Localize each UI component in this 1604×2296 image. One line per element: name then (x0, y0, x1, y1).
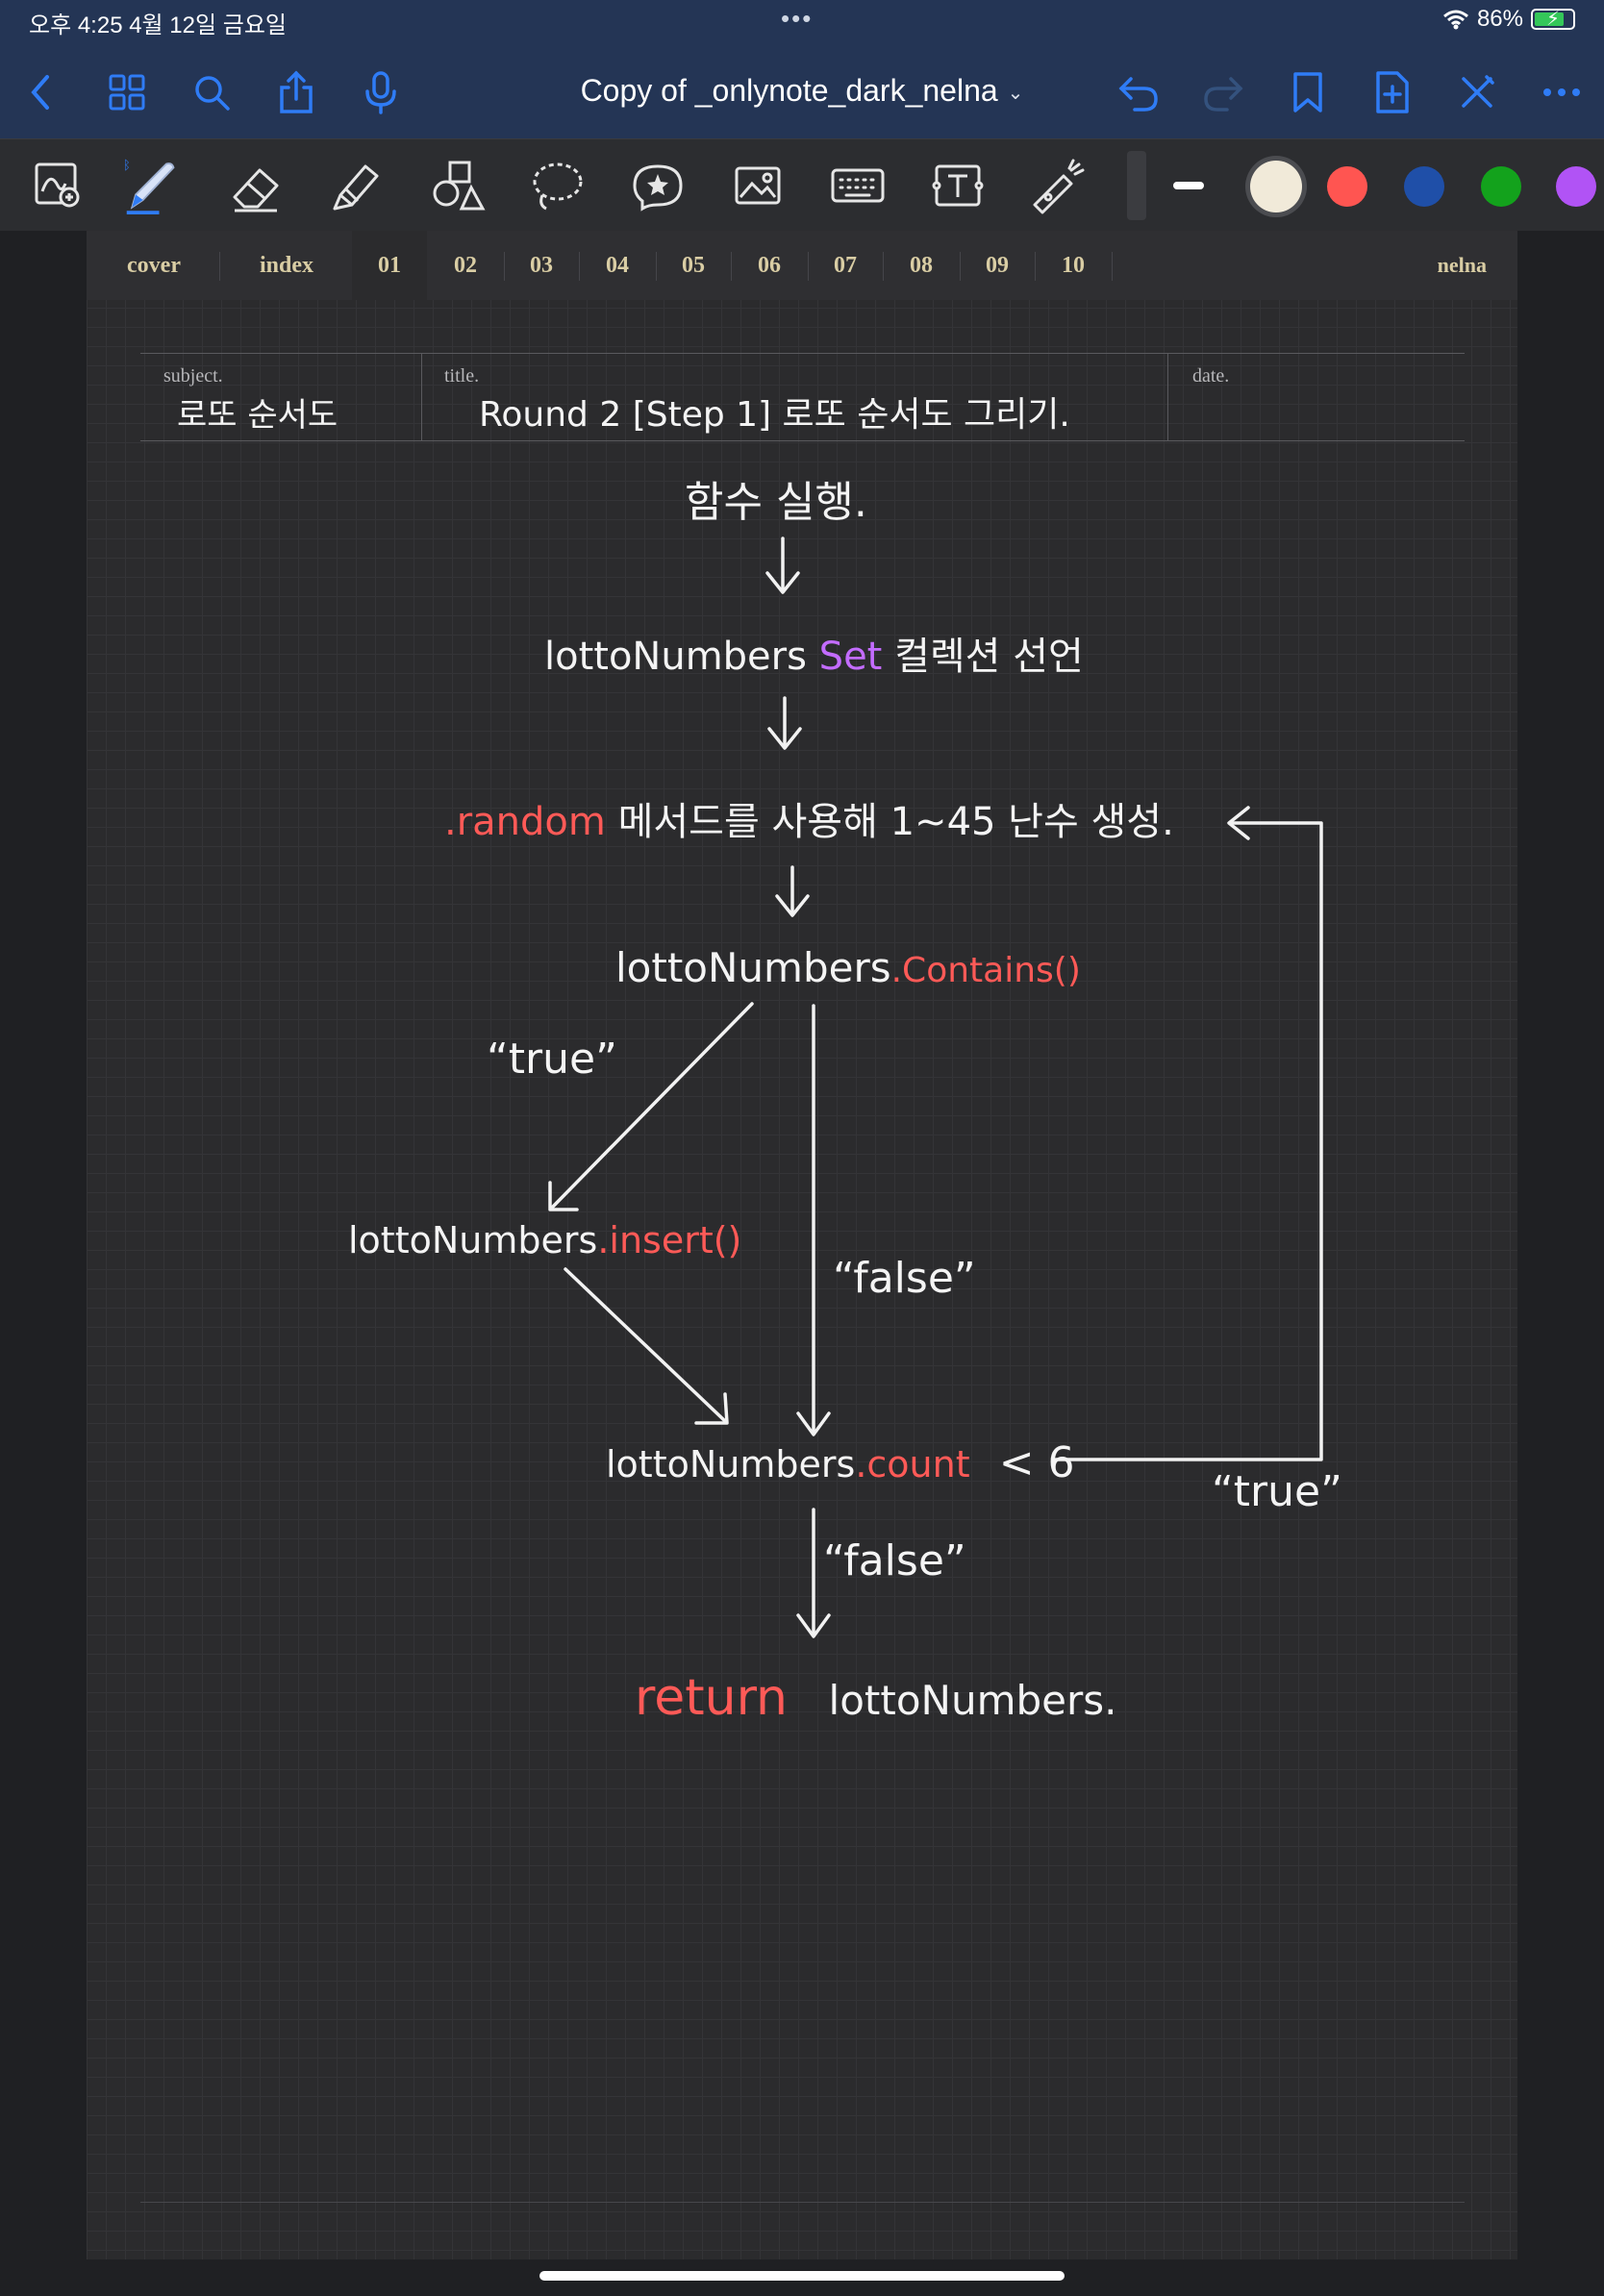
document-title[interactable]: Copy of _onlynote_dark_nelna ⌄ (539, 73, 1065, 109)
flow-label-false: “false” (833, 1254, 976, 1303)
tab-index[interactable]: index (259, 253, 313, 278)
status-bar: 오후 4:25 4월 12일 금요일 ••• 86% ⚡ (0, 0, 1604, 46)
undo-icon[interactable] (1112, 65, 1165, 119)
tab-09[interactable]: 09 (986, 253, 1009, 278)
flow-text: 메서드를 사용해 1~45 난수 생성. (617, 800, 1174, 844)
navigation-bar: Copy of _onlynote_dark_nelna ⌄ (0, 46, 1604, 138)
flow-step-declare[interactable]: lottoNumbers Set 컬렉션 선언 (544, 625, 1084, 681)
color-swatch-green[interactable] (1481, 166, 1521, 207)
header-divider (1167, 353, 1168, 440)
flow-step-return[interactable]: return lottoNumbers. (635, 1669, 1116, 1727)
flow-text: lottoNumbers. (828, 1677, 1117, 1724)
tab-03[interactable]: 03 (530, 253, 553, 278)
flow-text-condition: < 6 (998, 1438, 1075, 1487)
sticker-icon[interactable] (629, 157, 687, 214)
back-icon[interactable] (13, 65, 67, 119)
flow-label-true: “true” (1212, 1467, 1342, 1516)
more-icon[interactable] (1535, 65, 1589, 119)
home-indicator[interactable] (539, 2271, 1065, 2281)
flow-step-insert[interactable]: lottoNumbers.insert() (348, 1219, 741, 1261)
add-page-icon[interactable] (1366, 65, 1419, 119)
header-bottom-rule (140, 440, 1465, 441)
subject-value[interactable]: 로또 순서도 (177, 396, 338, 435)
laser-pointer-icon[interactable] (1027, 157, 1085, 214)
battery-icon: ⚡ (1531, 9, 1575, 30)
tab-cover[interactable]: cover (127, 253, 181, 278)
search-icon[interactable] (185, 65, 238, 119)
color-swatch-purple[interactable] (1556, 166, 1596, 207)
date-label: date. (1192, 365, 1230, 387)
tab-07[interactable]: 07 (834, 253, 857, 278)
flow-text: lottoNumbers (544, 635, 807, 679)
subject-label: subject. (163, 365, 223, 387)
color-swatch-red[interactable] (1327, 166, 1367, 207)
highlighter-icon[interactable] (327, 157, 385, 214)
title-label: title. (444, 365, 480, 387)
flow-text: lottoNumbers (348, 1219, 598, 1261)
tab-06[interactable]: 06 (758, 253, 781, 278)
tab-08[interactable]: 08 (910, 253, 933, 278)
color-swatch-blue[interactable] (1404, 166, 1444, 207)
zoom-window-icon[interactable] (29, 157, 87, 214)
status-time: 오후 4:25 4월 12일 금요일 (29, 12, 287, 38)
battery-percent: 86% (1476, 6, 1523, 32)
multitask-dots[interactable]: ••• (781, 4, 814, 33)
status-right: 86% ⚡ (1442, 6, 1575, 33)
document-title-text: Copy of _onlynote_dark_nelna (580, 73, 998, 108)
notebook-tabs: cover index 01 02 03 04 05 06 07 08 09 1… (87, 231, 1517, 300)
toolbar-divider (1127, 151, 1146, 220)
tab-04[interactable]: 04 (606, 253, 629, 278)
keyboard-icon[interactable] (829, 157, 887, 214)
flow-text-return: return (635, 1669, 788, 1727)
header-divider (421, 353, 422, 440)
pen-tool-icon[interactable]: ᛒ (123, 157, 181, 214)
lasso-icon[interactable] (529, 157, 587, 214)
flow-label-true: “true” (487, 1035, 617, 1084)
tab-05[interactable]: 05 (682, 253, 705, 278)
flow-text: lottoNumbers (615, 944, 891, 991)
color-swatch-cream[interactable] (1250, 161, 1302, 212)
title-value[interactable]: Round 2 [Step 1] 로또 순서도 그리기. (479, 395, 1070, 435)
tab-01[interactable]: 01 (352, 231, 427, 300)
page-bottom-rule (140, 2202, 1465, 2203)
flow-text-set: Set (818, 635, 883, 679)
eraser-icon[interactable] (227, 157, 285, 214)
tab-02[interactable]: 02 (454, 253, 477, 278)
flow-text: lottoNumbers (606, 1443, 856, 1485)
grid-icon[interactable] (100, 65, 154, 119)
flow-text-count: .count (855, 1443, 970, 1485)
flow-step-random[interactable]: .random 메서드를 사용해 1~45 난수 생성. (444, 790, 1174, 846)
bookmark-icon[interactable] (1281, 65, 1335, 119)
tab-10[interactable]: 10 (1062, 253, 1085, 278)
microphone-icon[interactable] (354, 65, 408, 119)
flow-text: 컬렉션 선언 (894, 635, 1084, 679)
shapes-icon[interactable] (429, 157, 487, 214)
flow-label-false: “false” (823, 1536, 966, 1585)
header-top-rule (140, 353, 1465, 354)
stroke-width-icon[interactable] (1160, 157, 1217, 214)
share-icon[interactable] (269, 65, 323, 119)
text-box-icon[interactable] (929, 157, 987, 214)
flow-text-random: .random (444, 800, 606, 844)
flow-text-contains: .Contains() (890, 951, 1081, 990)
flow-step-count[interactable]: lottoNumbers.count < 6 (606, 1438, 1075, 1487)
wifi-icon (1442, 10, 1468, 30)
notebook-page[interactable] (87, 231, 1517, 2259)
tool-bar: ᛒ (0, 138, 1604, 232)
flow-step-start[interactable]: 함수 실행. (685, 478, 867, 527)
flow-text-insert: .insert() (597, 1219, 742, 1261)
close-tool-icon[interactable] (1450, 65, 1504, 119)
redo-icon[interactable] (1196, 65, 1250, 119)
chevron-down-icon: ⌄ (1007, 83, 1024, 105)
author-label: nelna (1437, 253, 1487, 277)
flow-step-contains[interactable]: lottoNumbers.Contains() (615, 944, 1081, 991)
svg-text:ᛒ: ᛒ (123, 158, 131, 172)
image-icon[interactable] (729, 157, 787, 214)
